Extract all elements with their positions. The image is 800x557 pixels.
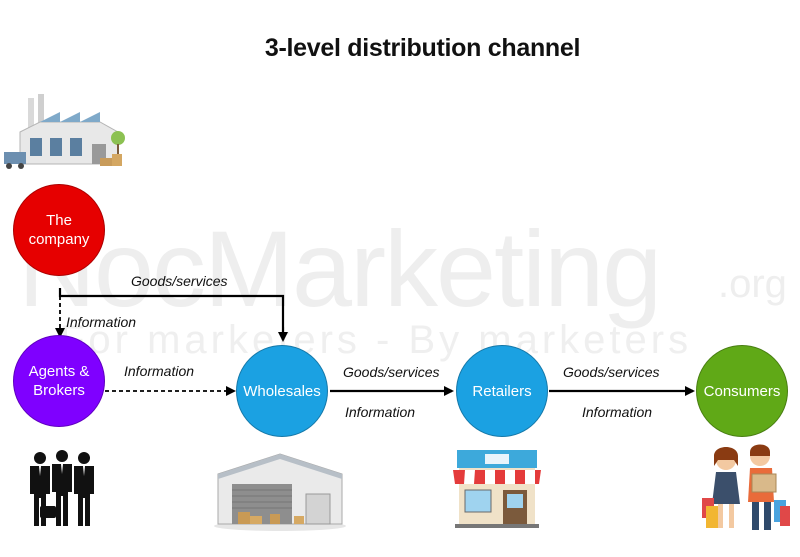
node-retailers-label: Retailers: [472, 382, 532, 400]
node-company-label: The company: [28, 212, 90, 248]
store-icon: [453, 450, 541, 528]
edge-label-retail-goods: Goods/services: [563, 364, 660, 380]
edge-label-company-goods: Goods/services: [131, 273, 228, 289]
node-company: The company: [13, 184, 105, 276]
edge-label-agents-info: Information: [124, 363, 195, 379]
diagram-title: 3-level distribution channel: [264, 34, 581, 62]
shoppers-icon: [702, 444, 790, 530]
node-wholesales-label: Wholesales: [243, 382, 321, 400]
business-people-icon: [30, 450, 94, 526]
edge-label-company-info: Information: [66, 314, 137, 330]
edge-label-retail-info: Information: [582, 404, 653, 420]
edge-label-wholesale-goods: Goods/services: [343, 364, 440, 380]
node-retailers: Retailers: [456, 345, 548, 437]
node-consumers: Consumers: [696, 345, 788, 437]
edge-label-wholesale-info: Information: [345, 404, 416, 420]
factory-icon: [4, 94, 125, 169]
node-agents-label: Agents & Brokers: [28, 363, 90, 399]
node-wholesales: Wholesales: [236, 345, 328, 437]
connector-company-wholesales: [58, 288, 288, 342]
warehouse-icon: [214, 453, 346, 531]
node-agents-brokers: Agents & Brokers: [13, 335, 105, 427]
node-consumers-label: Consumers: [703, 382, 781, 400]
